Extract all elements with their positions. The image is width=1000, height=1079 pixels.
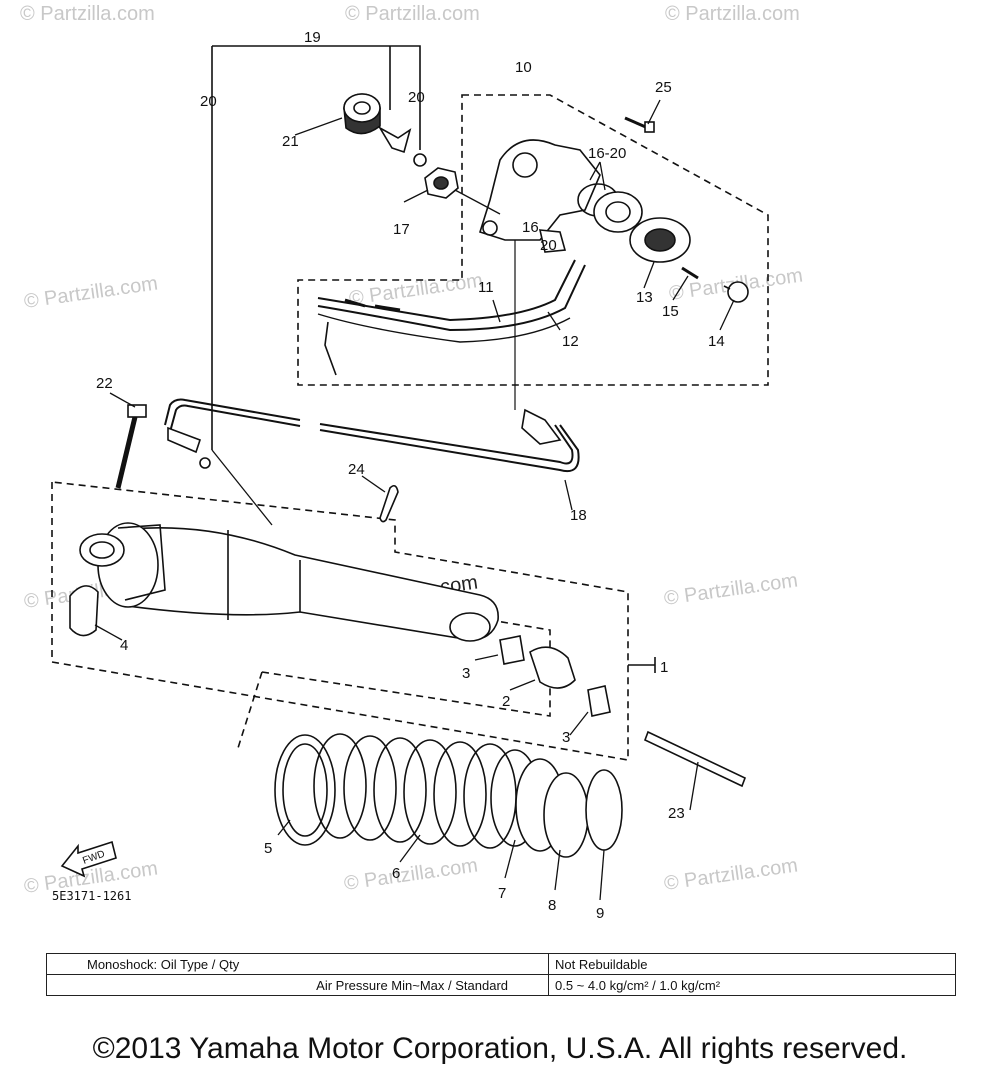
callout: 20 <box>200 93 217 110</box>
callout: 12 <box>562 333 579 350</box>
watermark: © Partzilla.com <box>345 3 480 25</box>
callout: 3 <box>462 665 470 682</box>
part-10-adjuster-housing <box>478 139 691 263</box>
part-23-shaft <box>643 730 747 788</box>
watermark: © Partzilla.com <box>663 854 800 895</box>
table-row: Monoshock: Oil Type / Qty Not Rebuildabl… <box>46 953 956 975</box>
callout: 23 <box>668 805 685 822</box>
part-21-knob <box>343 93 381 135</box>
air-valve-fitting <box>377 125 427 167</box>
part-8-adjuster-ring <box>543 772 589 858</box>
diagram-code: 5E3171-1261 <box>52 889 131 903</box>
part-6-coil-spring <box>274 733 540 849</box>
group-10-outline <box>297 94 769 386</box>
spec-value: 0.5 ~ 4.0 kg/cm² / 1.0 kg/cm² <box>548 974 956 996</box>
fwd-arrow-icon <box>60 840 117 878</box>
callout: 15 <box>662 303 679 320</box>
watermark: © Partzilla.com <box>20 3 155 25</box>
spec-table: Monoshock: Oil Type / Qty Not Rebuildabl… <box>46 953 956 996</box>
callout: 2 <box>502 693 510 710</box>
part-3-bushing <box>499 635 525 665</box>
callout: 1 <box>660 659 668 676</box>
bushing-group-outline <box>237 619 551 749</box>
watermark: © Partzilla.com <box>343 854 480 895</box>
part-15-screw <box>681 266 699 280</box>
part-17-nut <box>424 167 459 199</box>
leader-lines <box>94 99 735 901</box>
part-22-bolt <box>115 404 147 489</box>
callout: 25 <box>655 79 672 96</box>
part-2-collar <box>529 646 576 689</box>
spec-label: Air Pressure Min~Max / Standard <box>46 974 549 996</box>
callout: 20 <box>408 89 425 106</box>
callout: 8 <box>548 897 556 914</box>
part-18-pressure-pipe <box>164 240 580 472</box>
callout: 3 <box>562 729 570 746</box>
bracket-19-line <box>211 45 421 450</box>
callout-labels: 19 20 20 21 17 10 25 16-20 16 20 13 15 1… <box>52 29 725 922</box>
exploded-parts-diagram: © Partzilla.com © Partzilla.com © Partzi… <box>20 3 804 922</box>
part-4-bushing <box>69 585 99 637</box>
part-9-lock-ring <box>585 769 623 851</box>
callout: 19 <box>304 29 321 46</box>
callout: 4 <box>120 637 128 654</box>
callout: 24 <box>348 461 365 478</box>
callout: 11 <box>478 279 494 296</box>
callout: 14 <box>708 333 725 350</box>
part-14-cap <box>723 281 749 303</box>
callout: 22 <box>96 375 113 392</box>
callout: 7 <box>498 885 506 902</box>
group-1-outline <box>51 481 629 761</box>
part-3-bushing <box>587 685 611 717</box>
watermark: © Partzilla.com <box>23 272 160 313</box>
spec-label: Monoshock: Oil Type / Qty <box>46 953 549 975</box>
watermark: © Partzilla.com <box>663 569 800 610</box>
callout: 10 <box>515 59 532 76</box>
part-1-shock-absorber <box>79 522 499 642</box>
callout: 18 <box>570 507 587 524</box>
copyright-notice: ©2013 Yamaha Motor Corporation, U.S.A. A… <box>92 1032 908 1065</box>
callout: 13 <box>636 289 653 306</box>
part-24-clip-pin <box>379 484 399 523</box>
callout: 9 <box>596 905 604 922</box>
spec-value: Not Rebuildable <box>548 953 956 975</box>
callout: 16-20 <box>588 145 626 162</box>
callout: 21 <box>282 133 299 150</box>
watermarks: © Partzilla.com © Partzilla.com © Partzi… <box>20 3 804 898</box>
callout: 5 <box>264 840 272 857</box>
callout: 16 <box>522 219 539 236</box>
part-11-12-hoses <box>317 259 586 376</box>
watermark: © Partzilla.com <box>348 269 485 310</box>
callout: 17 <box>393 221 410 238</box>
callout: 20 <box>540 237 557 254</box>
table-row: Air Pressure Min~Max / Standard 0.5 ~ 4.… <box>46 974 956 996</box>
callout: 6 <box>392 865 400 882</box>
watermark: © Partzilla.com <box>665 3 800 25</box>
